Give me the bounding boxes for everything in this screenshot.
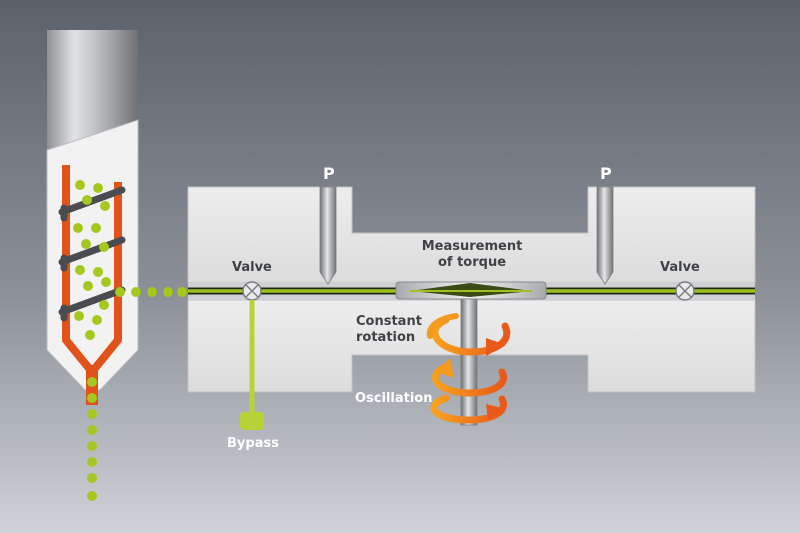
valve-label-left: Valve [232, 260, 272, 275]
torque-label-line1: Measurement [422, 239, 523, 254]
valve-left-icon [242, 281, 262, 301]
torque-disc [395, 281, 547, 300]
screw-flights [58, 186, 126, 322]
pressure-label-right: P [600, 164, 612, 183]
melt-pellets [73, 180, 111, 340]
valve-label-right: Valve [660, 260, 700, 275]
bypass-line [240, 300, 264, 430]
rotor-shaft [460, 298, 478, 426]
transfer-dots [115, 287, 187, 297]
torque-label-line2: of torque [438, 255, 506, 270]
outflow-dots [87, 377, 97, 501]
oscillation-label: Oscillation [355, 391, 433, 406]
oscillation-arrows-icon [430, 358, 507, 424]
valve-right-icon [675, 281, 695, 301]
extruder-barrel [46, 30, 139, 405]
rotation-label-line2: rotation [356, 330, 415, 345]
pressure-label-left: P [323, 164, 335, 183]
rotation-label-line1: Constant [356, 314, 422, 329]
pressure-sensor-right [596, 186, 614, 285]
bypass-label: Bypass [227, 436, 279, 451]
constant-rotation-arrow-icon [426, 313, 511, 356]
pressure-sensor-left [319, 186, 337, 285]
